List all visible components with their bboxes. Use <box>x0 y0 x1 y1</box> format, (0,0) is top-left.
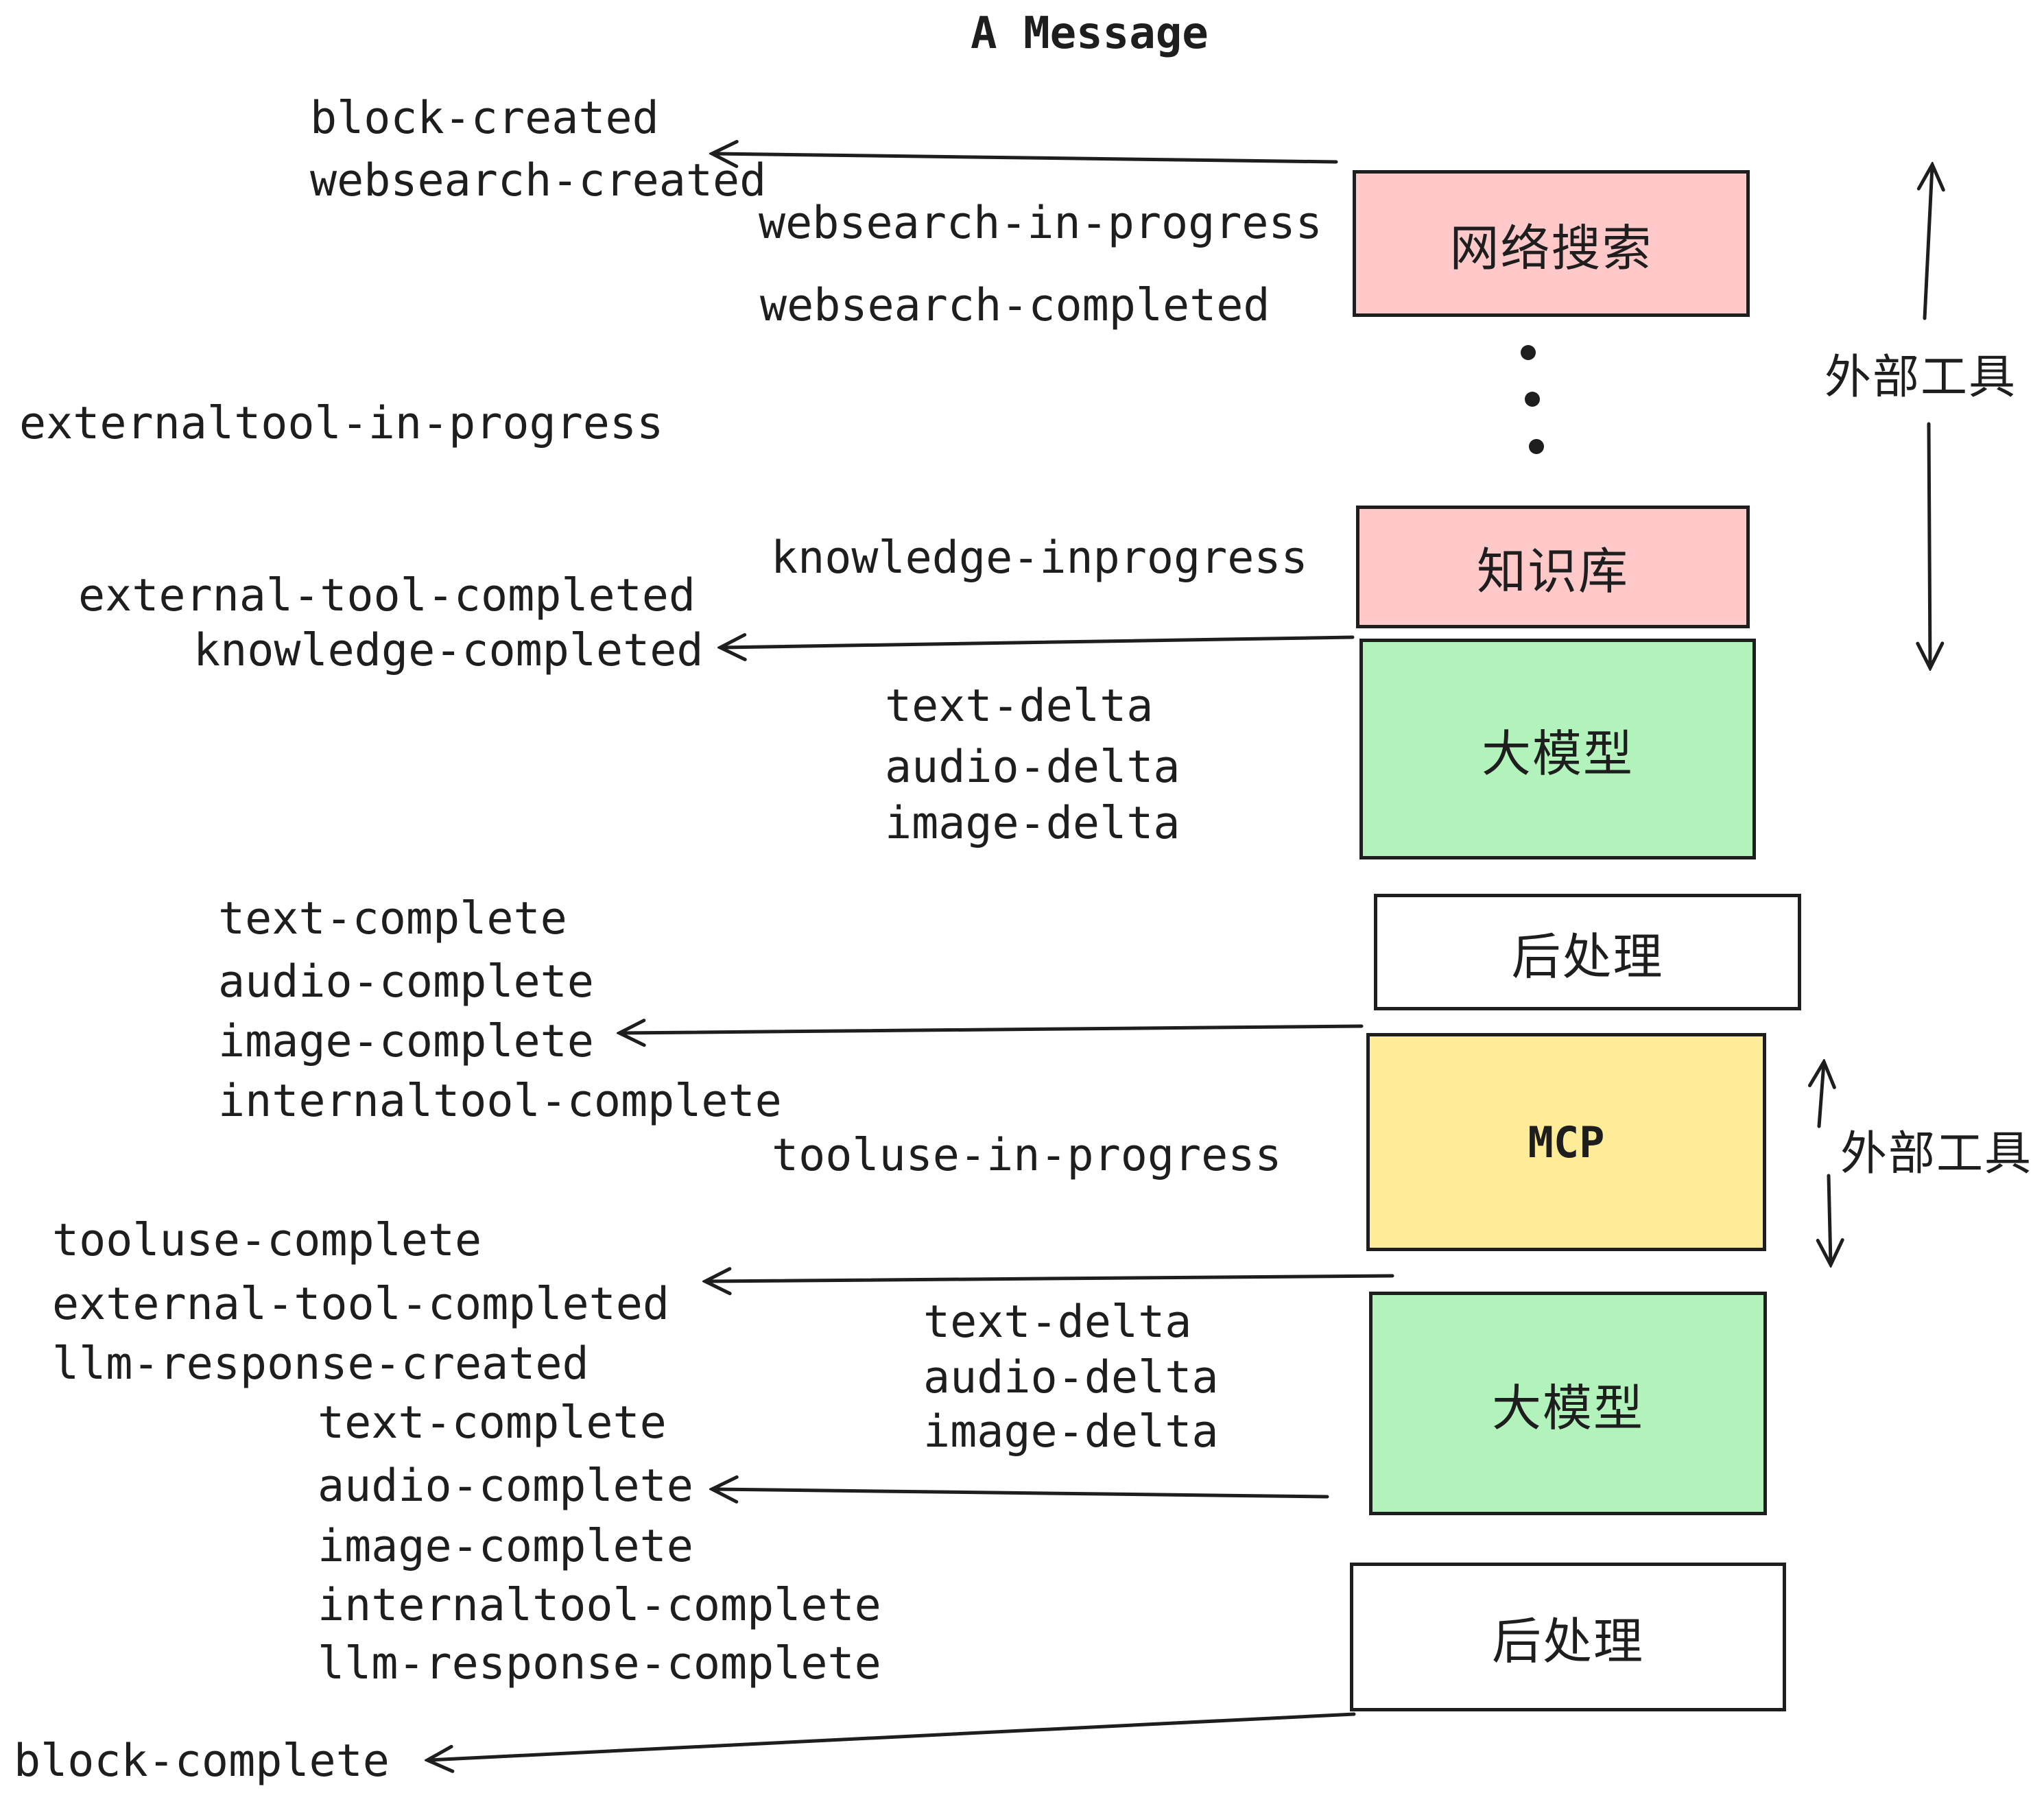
arrow-external-tools-2-up <box>1819 1063 1824 1128</box>
arrow-websearch-created <box>713 154 1338 162</box>
box-llm-2: 大模型 <box>1369 1292 1767 1515</box>
arrow-external-tools-2-down <box>1829 1174 1831 1263</box>
box-mcp-label: MCP <box>1528 1117 1605 1167</box>
box-llm-2-label: 大模型 <box>1491 1381 1644 1436</box>
event-label-image-delta-1: image-delta <box>885 798 1180 849</box>
event-label-external-tool-completed: external-tool-completed <box>78 570 696 621</box>
box-postprocess-2-label: 后处理 <box>1491 1615 1644 1670</box>
event-label-text-delta-1: text-delta <box>885 680 1154 732</box>
box-llm-1: 大模型 <box>1359 639 1756 859</box>
event-label-block-created: block-created <box>310 93 659 144</box>
event-label-llm-response-complete: llm-response-complete <box>318 1638 881 1689</box>
box-postprocess-1-label: 后处理 <box>1511 929 1664 985</box>
event-label-tooluse-complete: tooluse-complete <box>52 1215 482 1266</box>
arrow-audio-complete <box>713 1489 1329 1497</box>
box-knowledge-base: 知识库 <box>1356 506 1750 628</box>
event-label-image-delta-2: image-delta <box>923 1406 1219 1458</box>
event-label-internaltool-complete-1: internaltool-complete <box>218 1076 782 1127</box>
arrow-block-complete <box>429 1712 1356 1760</box>
side-label-external-tools-2: 外部工具 <box>1840 1128 2033 1180</box>
event-label-websearch-completed: websearch-completed <box>760 280 1270 331</box>
event-label-audio-delta-1: audio-delta <box>885 741 1180 793</box>
event-label-audio-delta-2: audio-delta <box>923 1352 1219 1403</box>
box-mcp: MCP <box>1366 1033 1766 1251</box>
event-label-text-delta-2: text-delta <box>923 1296 1192 1348</box>
ellipsis-dots <box>1521 345 1544 454</box>
box-web-search: 网络搜索 <box>1353 170 1750 317</box>
event-label-audio-complete-1: audio-complete <box>218 956 594 1008</box>
box-postprocess-2: 后处理 <box>1350 1563 1786 1711</box>
event-label-llm-response-created: llm-response-created <box>52 1338 589 1390</box>
event-label-image-complete-1: image-complete <box>218 1016 594 1067</box>
arrow-external-tools-1-down <box>1929 422 1930 667</box>
box-knowledge-base-label: 知识库 <box>1476 545 1629 600</box>
event-label-image-complete-2: image-complete <box>318 1521 693 1572</box>
arrow-knowledge-completed <box>722 637 1355 648</box>
event-label-external-tool-completed-2: external-tool-completed <box>52 1279 670 1330</box>
box-postprocess-1: 后处理 <box>1374 894 1801 1010</box>
side-label-external-tools-1: 外部工具 <box>1825 351 2017 403</box>
event-label-knowledge-completed: knowledge-completed <box>193 625 704 676</box>
box-web-search-label: 网络搜索 <box>1449 221 1653 276</box>
event-label-websearch-created: websearch-created <box>310 155 767 206</box>
event-label-externaltool-in-progress: externaltool-in-progress <box>19 398 664 449</box>
event-label-audio-complete-2: audio-complete <box>318 1460 693 1512</box>
event-label-tooluse-in-progress: tooluse-in-progress <box>772 1130 1282 1181</box>
event-label-knowledge-inprogress: knowledge-inprogress <box>771 532 1308 584</box>
event-label-text-complete-1: text-complete <box>218 893 567 945</box>
arrow-image-complete <box>621 1026 1364 1033</box>
event-label-internaltool-complete-2: internaltool-complete <box>318 1580 881 1631</box>
diagram-title: A Message <box>971 8 1209 59</box>
event-label-websearch-in-progress: websearch-in-progress <box>759 198 1322 249</box>
event-label-text-complete-2: text-complete <box>318 1397 667 1449</box>
arrow-tooluse-complete <box>706 1276 1394 1281</box>
event-label-block-complete: block-complete <box>14 1735 390 1787</box>
arrow-external-tools-1-up <box>1925 166 1932 320</box>
box-llm-1-label: 大模型 <box>1481 726 1634 782</box>
